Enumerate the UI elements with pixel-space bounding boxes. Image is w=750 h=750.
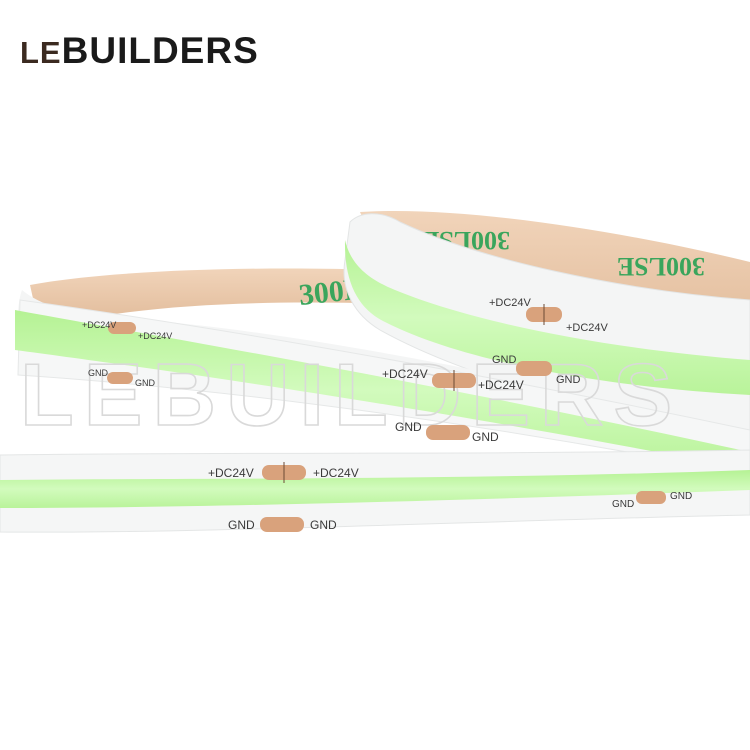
watermark: LEBUILDERS xyxy=(20,345,682,444)
pad-label: GND xyxy=(135,378,156,388)
pad-label: GND xyxy=(556,374,581,386)
tape-print-3: 300LSE xyxy=(617,252,705,281)
pad-label: +DC24V xyxy=(382,367,428,381)
pad-label: +DC24V xyxy=(208,466,254,480)
pad-label: GND xyxy=(670,491,692,502)
solder-pad xyxy=(107,372,133,384)
pad-label: GND xyxy=(88,368,109,378)
pad-label: +DC24V xyxy=(138,331,172,341)
solder-pad xyxy=(636,491,666,504)
strip-front-led xyxy=(0,470,750,508)
pad-label: GND xyxy=(310,518,337,532)
pad-label: GND xyxy=(228,518,255,532)
brand-logo-lead: LE xyxy=(20,35,62,70)
brand-logo-rest: BUILDERS xyxy=(61,30,259,71)
solder-pad xyxy=(426,425,470,440)
pad-label: +DC24V xyxy=(82,320,116,330)
brand-logo: LEBUILDERS xyxy=(20,30,259,72)
solder-pad xyxy=(516,361,552,376)
pad-label: +DC24V xyxy=(478,378,524,392)
pad-label: +DC24V xyxy=(313,466,359,480)
pad-label: GND xyxy=(472,430,499,444)
solder-pad xyxy=(260,517,304,532)
pad-label: GND xyxy=(492,354,517,366)
pad-label: GND xyxy=(395,420,422,434)
strip-middle-led xyxy=(15,310,750,470)
tape-back-left xyxy=(30,268,420,330)
pad-label: GND xyxy=(612,499,634,510)
pad-label: +DC24V xyxy=(566,322,609,334)
solder-pad xyxy=(108,322,136,334)
pad-label: +DC24V xyxy=(489,297,532,309)
strip-upper-led xyxy=(344,240,750,395)
